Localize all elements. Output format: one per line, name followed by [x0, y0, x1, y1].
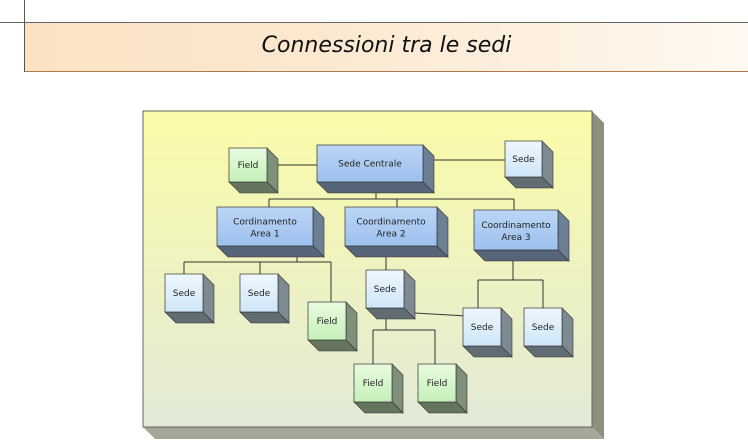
box-label-line2: Area 1: [250, 230, 279, 240]
area-2-field-box-1: Field: [353, 363, 404, 414]
area-1-field-box: Field: [307, 301, 358, 352]
box-label-line2: Area 2: [376, 230, 405, 240]
box-label: Sede: [512, 155, 535, 165]
box-label: Field: [427, 379, 448, 389]
area-2-field-box-2: Field: [417, 363, 468, 414]
box-label: Sede: [248, 289, 271, 299]
box-label: Sede Centrale: [338, 160, 402, 170]
box-label-line1: Coordinamento: [481, 221, 551, 231]
area-1-sede-box-2: Sede: [239, 273, 290, 324]
box-label: Field: [363, 379, 384, 389]
box-label: Sede: [532, 323, 555, 333]
box-label: Sede: [173, 289, 196, 299]
box-label: Sede: [471, 323, 494, 333]
title-band: Connessioni tra le sedi: [25, 23, 748, 72]
area-1-sede-box-1: Sede: [164, 273, 215, 324]
box-label-line2: Area 3: [501, 233, 530, 243]
area-3-sede-box-1: Sede: [462, 307, 513, 358]
area-2-sede-box: Sede: [365, 269, 416, 320]
sede-box-top: Sede: [504, 140, 554, 189]
field-box-top: Field: [228, 147, 279, 194]
slide-title: Connessioni tra le sedi: [261, 33, 512, 58]
box-label: Field: [317, 317, 338, 327]
area-3-sede-box-2: Sede: [523, 307, 574, 358]
box-label-line1: Coordinamento: [356, 218, 426, 228]
vertical-rule: [24, 0, 25, 72]
sede-centrale-box: Sede Centrale: [316, 144, 435, 194]
box-label: Sede: [374, 285, 397, 295]
box-label-line1: Cordinamento: [233, 218, 297, 228]
horizontal-rule: [0, 22, 748, 23]
box-label: Field: [238, 161, 259, 171]
